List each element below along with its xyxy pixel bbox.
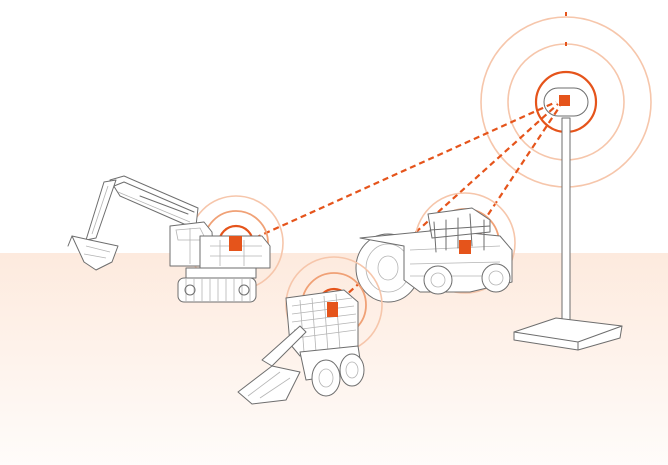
- road-roller-telematics-device: [459, 240, 471, 254]
- base-station-antenna: [480, 12, 652, 351]
- road-roller-icon: [355, 192, 516, 303]
- link-road-roller: [465, 105, 561, 249]
- antenna-transceiver-icon: [559, 95, 570, 106]
- skid-steer-telematics-device: [327, 302, 338, 317]
- link-excavator: [245, 100, 557, 244]
- excavator-telematics-device: [229, 236, 242, 251]
- antenna-base-plate: [513, 317, 623, 351]
- antenna-pole: [561, 117, 571, 329]
- skid-steer-loader-icon: [237, 256, 383, 405]
- excavator-icon: [67, 175, 284, 303]
